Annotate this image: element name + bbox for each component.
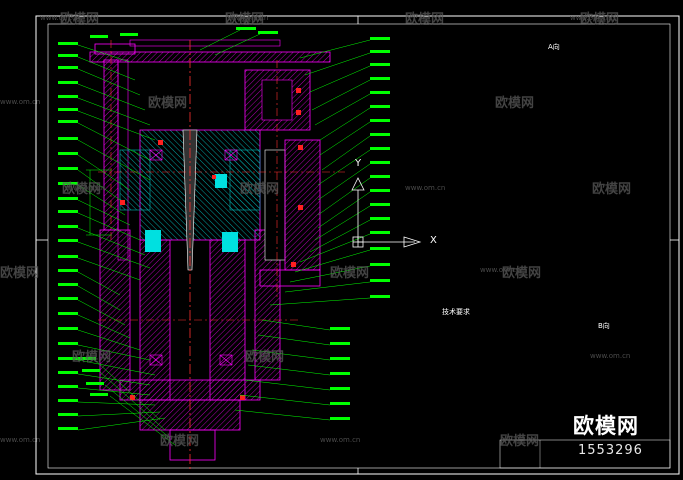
main-assembly-view bbox=[86, 39, 345, 470]
watermark-url: www.om.cn bbox=[40, 14, 81, 22]
view-label-b: B向 bbox=[598, 322, 610, 330]
axis-label-x: X bbox=[430, 235, 437, 246]
watermark-brand: 欧模网 bbox=[502, 266, 542, 281]
leader-label-bars-left bbox=[58, 42, 108, 430]
view-label-a: A向 bbox=[548, 43, 560, 51]
watermark-brand: 欧模网 bbox=[160, 434, 200, 449]
leader-label-bars-right bbox=[90, 27, 390, 420]
watermark-brand: 欧模网 bbox=[148, 96, 188, 111]
axis-label-y: Y bbox=[355, 158, 362, 169]
ucs-axis-indicator bbox=[351, 177, 422, 248]
watermark-url: www.om.cn bbox=[228, 14, 269, 22]
watermark-brand: 欧模网 bbox=[405, 12, 445, 27]
watermark-brand: 欧模网 bbox=[240, 182, 280, 197]
watermark-url: www.om.cn bbox=[480, 266, 521, 274]
leader-labels-left bbox=[77, 44, 176, 446]
watermark-brand: 欧模网 bbox=[495, 96, 535, 111]
watermark-brand: 欧模网 bbox=[580, 12, 620, 27]
watermark-url: www.om.cn bbox=[0, 436, 41, 444]
watermark-brand: 欧模网 bbox=[500, 434, 540, 449]
watermark-brand: 欧模网 bbox=[60, 12, 100, 27]
watermark-url: www.om.cn bbox=[405, 184, 446, 192]
watermark-brand: 欧模网 bbox=[62, 182, 102, 197]
watermark-brand: 欧模网 bbox=[225, 12, 265, 27]
watermark-url: www.om.cn bbox=[590, 352, 631, 360]
drawing-frame bbox=[35, 15, 680, 475]
corner-brand-logo: 欧模网 bbox=[573, 414, 639, 438]
watermark-brand: 欧模网 bbox=[245, 350, 285, 365]
watermark-url: www.om.cn bbox=[0, 98, 41, 106]
watermark-brand: 欧模网 bbox=[0, 266, 40, 281]
corner-id: 1553296 bbox=[578, 443, 643, 458]
watermark-brand: 欧模网 bbox=[330, 266, 370, 281]
watermark-url: www.om.cn bbox=[65, 184, 106, 192]
watermark-brand: 欧模网 bbox=[72, 350, 112, 365]
watermark-brand: 欧模网 bbox=[592, 182, 632, 197]
watermark-url: www.om.cn bbox=[570, 14, 611, 22]
tech-notes-title: 技术要求 bbox=[442, 308, 470, 316]
watermark-url: www.om.cn bbox=[320, 436, 361, 444]
